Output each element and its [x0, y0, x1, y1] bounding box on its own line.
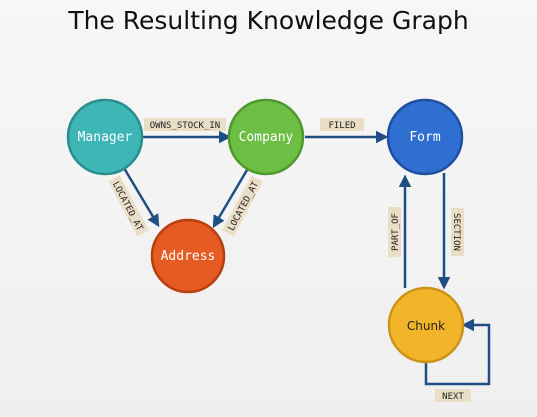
edge-company-located-at [212, 169, 249, 229]
edge-label-company-located-at: LOCATED_AT [222, 175, 263, 237]
svg-text:Address: Address [161, 249, 216, 264]
svg-text:FILED: FILED [328, 121, 355, 131]
svg-text:OWNS_STOCK_IN: OWNS_STOCK_IN [150, 121, 220, 131]
edge-label-owns-stock-in: OWNS_STOCK_IN [144, 118, 226, 131]
node-form[interactable]: Form [386, 98, 464, 176]
edge-label-next: NEXT [435, 389, 471, 402]
node-company[interactable]: Company [227, 98, 305, 176]
edge-manager-located-at [122, 167, 160, 228]
svg-text:PART_OF: PART_OF [391, 213, 401, 251]
edge-label-filed: FILED [320, 118, 364, 131]
svg-text:Company: Company [239, 130, 294, 145]
svg-text:Form: Form [409, 130, 440, 145]
svg-text:NEXT: NEXT [442, 392, 464, 402]
svg-text:LOCATED_AT: LOCATED_AT [110, 180, 145, 233]
svg-text:LOCATED_AT: LOCATED_AT [227, 180, 262, 233]
edge-label-part-of: PART_OF [388, 207, 401, 257]
node-chunk[interactable]: Chunk [387, 286, 465, 364]
svg-text:SECTION: SECTION [451, 213, 461, 251]
node-manager[interactable]: Manager [66, 98, 144, 176]
edge-next [424, 318, 491, 386]
edge-label-section: SECTION [451, 208, 464, 256]
edge-label-manager-located-at: LOCATED_AT [108, 175, 149, 237]
svg-text:Chunk: Chunk [407, 319, 445, 333]
diagram-title: The Resulting Knowledge Graph [68, 6, 469, 35]
node-address[interactable]: Address [150, 218, 226, 294]
svg-text:Manager: Manager [78, 130, 133, 145]
